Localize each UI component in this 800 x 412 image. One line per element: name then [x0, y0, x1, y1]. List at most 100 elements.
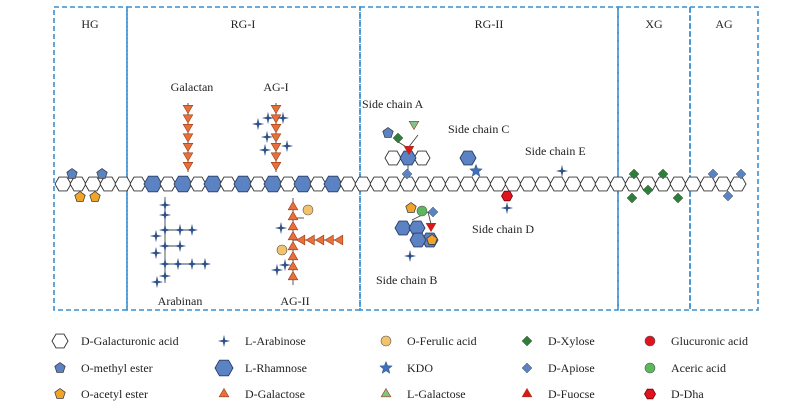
xylose-diamond — [521, 335, 533, 347]
arabinose-star — [159, 240, 171, 252]
legend-label: D-Fuocse — [548, 387, 595, 401]
arabinose-star — [174, 240, 186, 252]
galactose-triangle — [182, 105, 194, 115]
galactose-triangle — [287, 260, 299, 271]
galactose-triangle — [270, 152, 282, 162]
galactose-triangle — [270, 133, 282, 143]
legend-item-d-galactose: D-Galactose — [218, 387, 305, 401]
arabinose-star — [186, 258, 198, 270]
legend-item-l-rhamnose: L-Rhamnose — [214, 359, 307, 377]
legend-item-d-galacturonic-acid: D-Galacturonic acid — [51, 333, 179, 349]
legend-label: Aceric acid — [671, 361, 726, 375]
rhamnose-hexagon — [459, 150, 477, 166]
galactose-triangle — [287, 240, 299, 251]
legend-item-o-acetyl-ester: O-acetyl ester — [54, 387, 148, 401]
arabinose-star — [501, 202, 513, 214]
legend-item-d-dha: D-Dha — [644, 387, 704, 401]
galactose-triangle — [287, 250, 299, 261]
rhamnose-hexagon — [233, 175, 253, 193]
galacturonic-acid-hexagon — [609, 176, 627, 192]
xylose-diamond — [672, 192, 684, 204]
galactose-triangle — [182, 162, 194, 172]
legend-label: D-Dha — [671, 387, 704, 401]
legend-label: L-Rhamnose — [245, 361, 307, 375]
label-side-c: Side chain C — [448, 122, 509, 136]
arabinose-star — [150, 247, 162, 259]
label-ag2: AG-II — [280, 294, 309, 308]
arabinose-star — [199, 258, 211, 270]
galacturonic-acid-hexagon — [54, 176, 72, 192]
region-frame-rg2 — [359, 6, 619, 311]
galacturonic-acid-hexagon — [714, 176, 732, 192]
legend-label: D-Xylose — [548, 334, 595, 348]
aceric-acid-circle — [416, 205, 428, 217]
fucose-triangle — [521, 387, 533, 398]
dha-hexagon — [644, 388, 656, 400]
galactose-triangle — [182, 152, 194, 162]
side-chains — [66, 103, 747, 288]
arabinose-star — [218, 335, 230, 347]
galacturonic-acid-hexagon — [489, 176, 507, 192]
galacturonic-acid-hexagon — [579, 176, 597, 192]
arabinose-star — [259, 144, 271, 156]
methyl-ester-pentagon — [66, 168, 78, 179]
rhamnose-hexagon — [323, 175, 343, 193]
galacturonic-acid-hexagon — [429, 176, 447, 192]
galacturonic-acid-hexagon — [444, 176, 462, 192]
aceric-acid-circle — [644, 362, 656, 374]
region-label-rg2: RG-II — [475, 17, 504, 31]
kdo-star — [469, 163, 483, 177]
galacturonic-acid-hexagon — [684, 176, 702, 192]
galactose-triangle — [295, 234, 306, 246]
label-galactan: Galactan — [171, 80, 214, 94]
acetyl-ester-pentagon — [89, 191, 101, 202]
galacturonic-acid-hexagon — [534, 176, 552, 192]
region-frame-hg — [53, 6, 128, 311]
backbone-chain — [54, 175, 747, 193]
galacturonic-acid-hexagon — [84, 176, 102, 192]
galacturonic-acid-hexagon — [384, 150, 402, 166]
rhamnose-hexagon — [399, 150, 417, 166]
galactose-triangle — [182, 114, 194, 124]
legend-item-d-xylose: D-Xylose — [521, 334, 595, 348]
arabinose-star — [172, 258, 184, 270]
xylose-diamond — [657, 168, 669, 180]
rhamnose-hexagon — [203, 175, 223, 193]
galacturonic-acid-hexagon — [219, 176, 237, 192]
label-side-e: Side chain E — [525, 144, 586, 158]
galactose-triangle — [314, 234, 325, 246]
galacturonic-acid-hexagon — [564, 176, 582, 192]
dha-hexagon — [501, 190, 513, 202]
xylose-diamond — [642, 184, 654, 196]
fucose-triangle — [425, 223, 437, 233]
galacturonic-acid-hexagon — [129, 176, 147, 192]
legend-item-l-galactose: L-Galactose — [380, 387, 466, 401]
legend-item-o-ferulic-acid: O-Ferulic acid — [380, 334, 477, 348]
methyl-ester-pentagon — [54, 362, 66, 373]
apiose-diamond — [707, 168, 719, 180]
rhamnose-hexagon — [173, 175, 193, 193]
galactose-triangle — [333, 234, 344, 246]
legend-label: KDO — [407, 361, 433, 375]
fucose-triangle — [403, 146, 415, 156]
xylose-diamond — [392, 132, 404, 144]
galactose-triangle — [182, 143, 194, 153]
arabinose-star — [281, 140, 293, 152]
arabinose-star — [275, 222, 287, 234]
galacturonic-acid-hexagon — [669, 176, 687, 192]
galactose-triangle — [287, 210, 299, 221]
galacturonic-acid-hexagon — [279, 176, 297, 192]
l-galactose-triangle — [380, 387, 392, 398]
region-label-ag: AG — [715, 17, 733, 31]
galacturonic-acid-hexagon — [354, 176, 372, 192]
arabinose-star — [159, 270, 171, 282]
galactose-triangle — [270, 124, 282, 134]
galactose-triangle — [182, 124, 194, 134]
ferulic-acid-circle — [302, 204, 314, 216]
glucuronic-acid-circle — [644, 335, 656, 347]
legend-item-o-methyl-ester: O-methyl ester — [54, 361, 153, 375]
legend-label: Glucuronic acid — [671, 334, 748, 348]
galacturonic-acid-hexagon — [699, 176, 717, 192]
